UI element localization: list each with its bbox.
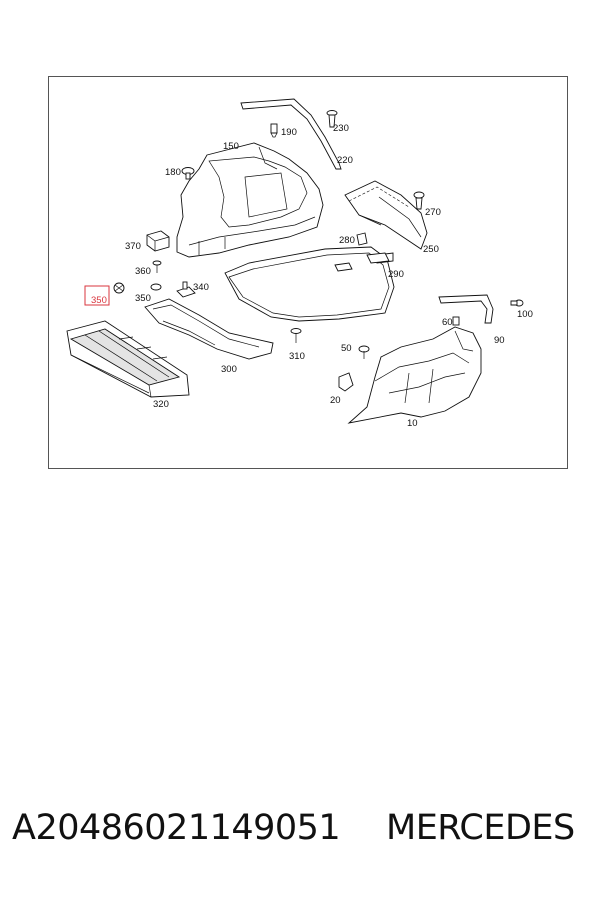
part-360-screw (152, 260, 162, 273)
label-340: 340 (193, 282, 209, 293)
part-300-floor-trim (144, 298, 274, 360)
part-90-rail (438, 294, 494, 324)
part-320-storage-tray (66, 320, 190, 398)
label-220: 220 (337, 155, 353, 166)
label-350-highlighted: 350 (91, 295, 107, 306)
part-220-trim-strip (240, 98, 342, 170)
part-310-pin (290, 328, 302, 343)
part-370-block (146, 230, 170, 252)
part-number: A20486021149051 (12, 808, 341, 848)
label-280: 280 (339, 235, 355, 246)
part-100-screw (510, 299, 524, 307)
part-10-right-trim-panel (347, 326, 482, 424)
label-310: 310 (289, 351, 305, 362)
label-360: 360 (135, 266, 151, 277)
parts-diagram-frame: 150 190 230 220 180 270 280 250 370 290 … (48, 76, 568, 469)
label-270: 270 (425, 207, 441, 218)
part-340-retainer (176, 281, 196, 298)
part-270-push-pin (413, 191, 425, 210)
highlight-box-350 (84, 285, 110, 306)
part-230-push-pin (326, 110, 338, 128)
part-350-clip (113, 282, 162, 294)
brand-name: MERCEDES (386, 808, 575, 848)
label-10: 10 (407, 418, 418, 429)
label-90: 90 (494, 335, 505, 346)
label-250: 250 (423, 244, 439, 255)
label-180: 180 (165, 167, 181, 178)
part-290-pad (366, 252, 390, 264)
label-320: 320 (153, 399, 169, 410)
label-190: 190 (281, 127, 297, 138)
part-60-clip (452, 316, 460, 326)
part-50-fastener (358, 345, 370, 359)
label-350: 350 (135, 293, 151, 304)
part-20-bracket (338, 372, 354, 392)
part-150-left-trim-panel (176, 142, 324, 258)
part-180-fastener (181, 167, 195, 180)
label-230: 230 (333, 123, 349, 134)
label-290: 290 (388, 269, 404, 280)
label-60: 60 (442, 317, 453, 328)
label-150: 150 (223, 141, 239, 152)
label-370: 370 (125, 241, 141, 252)
part-info-footer: A20486021149051 MERCEDES (12, 808, 592, 858)
label-300: 300 (221, 364, 237, 375)
part-250-rear-sill-panel (344, 180, 428, 250)
label-100: 100 (517, 309, 533, 320)
label-50: 50 (341, 343, 352, 354)
part-190-clip (270, 123, 278, 138)
label-20: 20 (330, 395, 341, 406)
part-loading-floor (224, 246, 395, 322)
part-280-clip (356, 232, 368, 246)
parts-diagram: 150 190 230 220 180 270 280 250 370 290 … (66, 98, 533, 429)
